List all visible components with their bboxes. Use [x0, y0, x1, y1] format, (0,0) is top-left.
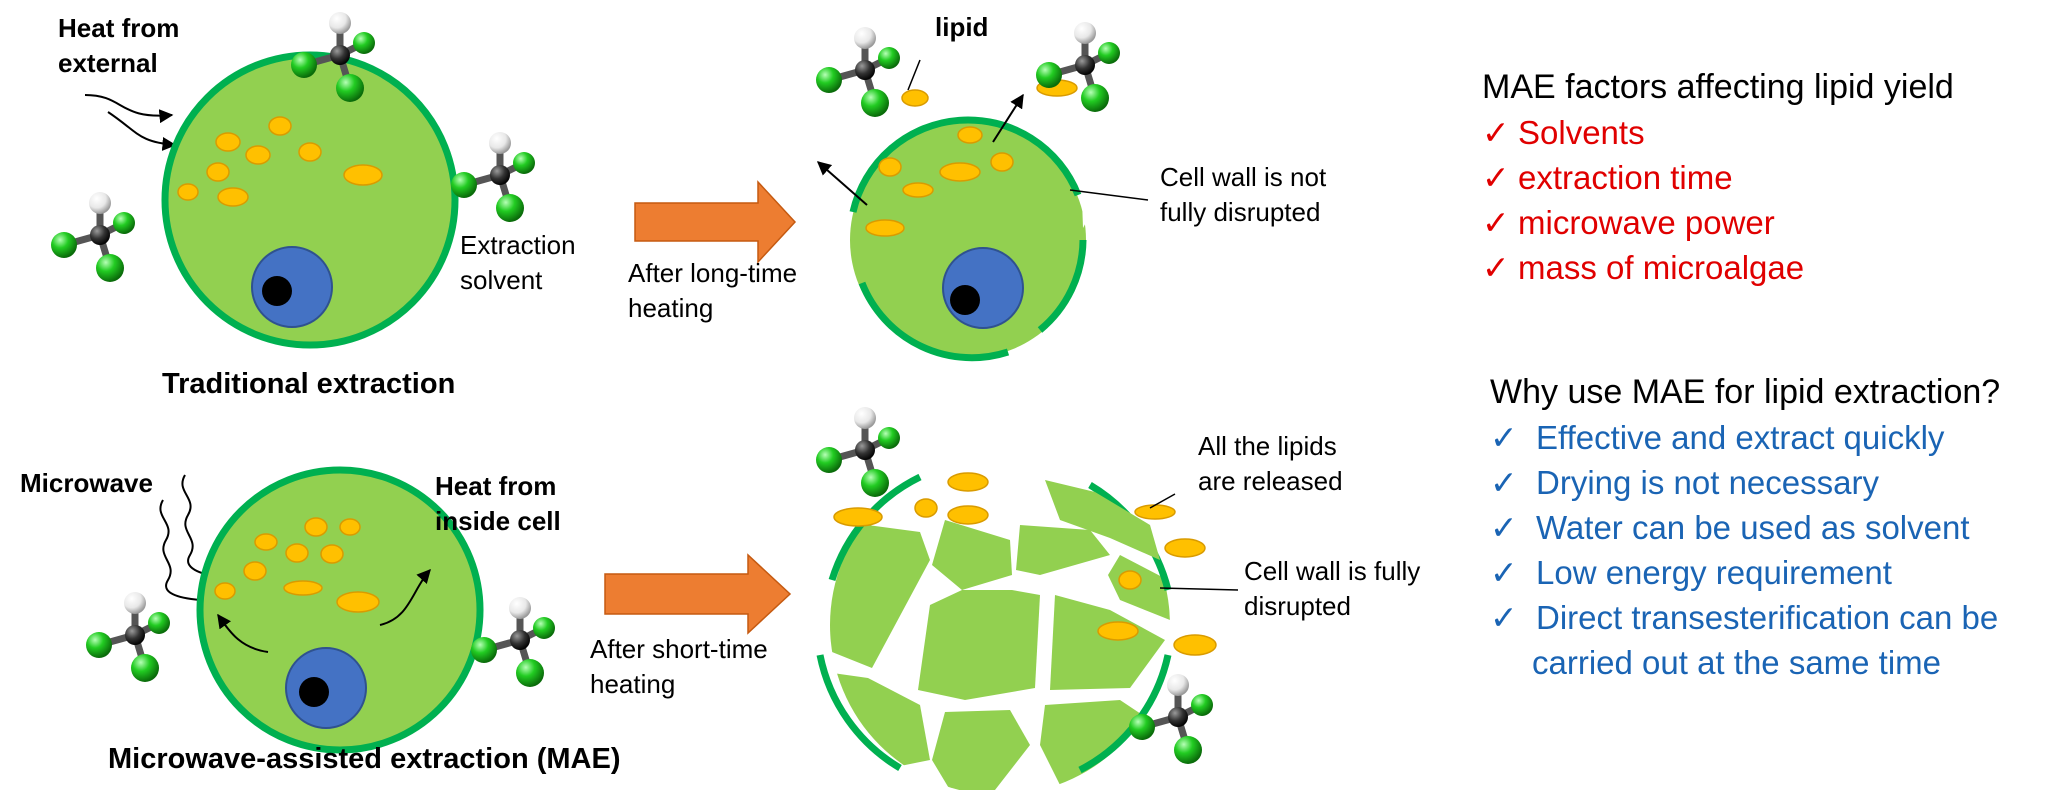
factor-item: ✓Solvents: [1482, 110, 1954, 155]
lipid-label: lipid: [935, 12, 988, 42]
check-icon: ✓: [1490, 464, 1518, 501]
reason-item: ✓Direct transesterification can be: [1490, 595, 2000, 640]
chloroform-molecule-icon: [816, 27, 900, 117]
chloroform-molecule-icon: [1129, 674, 1213, 764]
check-icon: ✓: [1490, 419, 1518, 456]
check-icon: ✓: [1482, 159, 1510, 196]
mae-caption: Microwave-assisted extraction (MAE): [108, 743, 620, 775]
check-icon: ✓: [1490, 554, 1518, 591]
partially-disrupted-cell: [849, 116, 1090, 362]
mae-factors-panel: MAE factors affecting lipid yield ✓Solve…: [1482, 65, 1954, 290]
internal-heat-arrows: [217, 568, 431, 653]
lipids-released-label: All the lipids are released: [1198, 431, 1344, 496]
why-title: Why use MAE for lipid extraction?: [1490, 373, 2001, 411]
reason-item: ✓Low energy requirement: [1490, 550, 2000, 595]
nucleus: [942, 247, 1024, 329]
long-time-heating-label: After long-time heating: [628, 258, 804, 323]
chloroform-molecule-icon: [1036, 22, 1120, 112]
lipid-droplets: [177, 116, 383, 207]
chloroform-molecules: [51, 12, 1213, 764]
reason-item: ✓Drying is not necessary: [1490, 460, 2000, 505]
microwave-waves: [159, 474, 223, 601]
check-icon: ✓: [1490, 599, 1518, 636]
chloroform-molecule-icon: [471, 597, 555, 687]
check-icon: ✓: [1482, 204, 1510, 241]
traditional-cell: [161, 51, 459, 349]
traditional-caption: Traditional extraction: [162, 368, 455, 400]
mae-cell: [196, 466, 484, 754]
wall-fully-disrupted-label: Cell wall is fully disrupted: [1244, 556, 1428, 621]
short-time-heating-label: After short-time heating: [590, 634, 775, 699]
released-lipids-bottom: [833, 472, 1217, 656]
microwave-label: Microwave: [20, 468, 153, 498]
check-icon: ✓: [1482, 114, 1510, 151]
reason-item: ✓Water can be used as solvent: [1490, 505, 2000, 550]
factor-item: ✓microwave power: [1482, 200, 1954, 245]
fully-disrupted-cell: [816, 473, 1172, 790]
reason-item-continuation: carried out at the same time: [1532, 644, 1942, 681]
why-mae-panel: Why use MAE for lipid extraction? ✓Effec…: [1490, 370, 2000, 685]
factor-item: ✓mass of microalgae: [1482, 245, 1954, 290]
chloroform-molecule-icon: [451, 132, 535, 222]
extraction-solvent-label: Extraction solvent: [460, 230, 583, 295]
escape-arrows: [816, 93, 1024, 206]
wall-not-disrupted-label: Cell wall is not fully disrupted: [1160, 162, 1333, 227]
factor-item: ✓extraction time: [1482, 155, 1954, 200]
chloroform-molecule-icon: [86, 592, 170, 682]
process-arrow-bottom: [604, 553, 792, 635]
check-icon: ✓: [1482, 249, 1510, 286]
heat-inside-label: Heat from inside cell: [435, 471, 564, 536]
reason-item: ✓Effective and extract quickly: [1490, 415, 2000, 460]
chloroform-molecule-icon: [51, 192, 135, 282]
chloroform-molecule-icon: [291, 12, 375, 102]
chloroform-molecule-icon: [816, 407, 900, 497]
heat-external-label: Heat from external: [58, 13, 187, 78]
factors-title: MAE factors affecting lipid yield: [1482, 68, 1954, 106]
process-arrow-top: [634, 180, 797, 264]
nucleus: [251, 246, 333, 328]
check-icon: ✓: [1490, 509, 1518, 546]
heat-arrows-top: [84, 94, 177, 151]
